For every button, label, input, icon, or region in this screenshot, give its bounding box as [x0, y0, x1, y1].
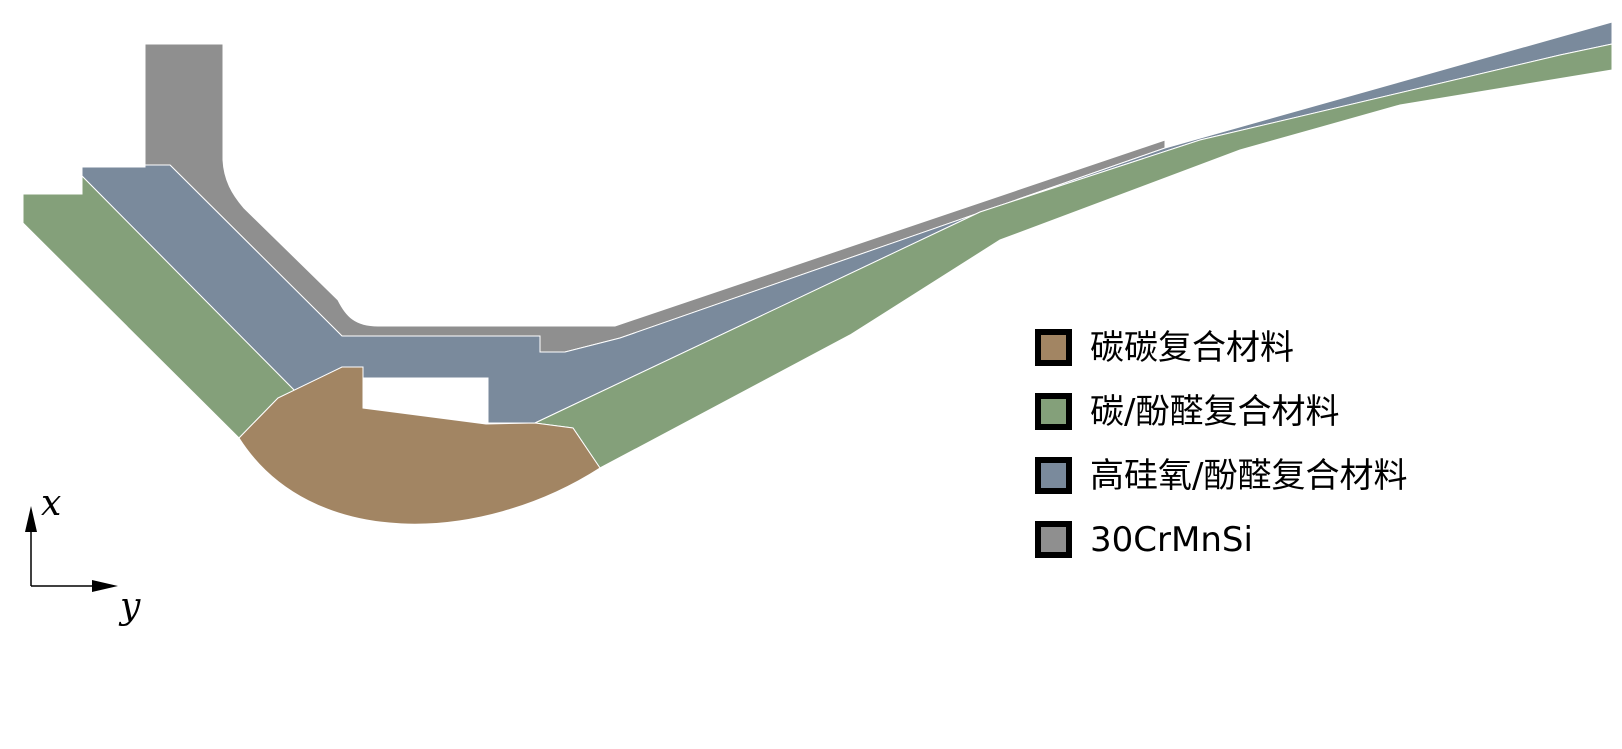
- legend-swatch-high-silica-phenolic: [1035, 457, 1072, 494]
- y-axis-arrowhead: [92, 580, 118, 592]
- legend-label-carbon-phenolic: 碳/酚醛复合材料: [1090, 392, 1340, 432]
- legend-swatch-steel: [1035, 521, 1072, 558]
- legend-swatch-carbon-phenolic: [1035, 393, 1072, 430]
- x-axis-arrowhead: [25, 506, 37, 532]
- y-axis-label: y: [118, 586, 141, 627]
- x-axis-label: x: [41, 483, 61, 524]
- coordinate-axes: x y: [25, 483, 141, 627]
- legend-label-high-silica-phenolic: 高硅氧/酚醛复合材料: [1090, 456, 1408, 496]
- legend-label-steel: 30CrMnSi: [1090, 520, 1253, 560]
- high-silica-phenolic-region: [81, 21, 1613, 424]
- legend-swatch-carbon-carbon: [1035, 329, 1072, 366]
- legend-label-carbon-carbon: 碳碳复合材料: [1090, 328, 1294, 368]
- carbon-carbon-throat-region: [238, 366, 601, 525]
